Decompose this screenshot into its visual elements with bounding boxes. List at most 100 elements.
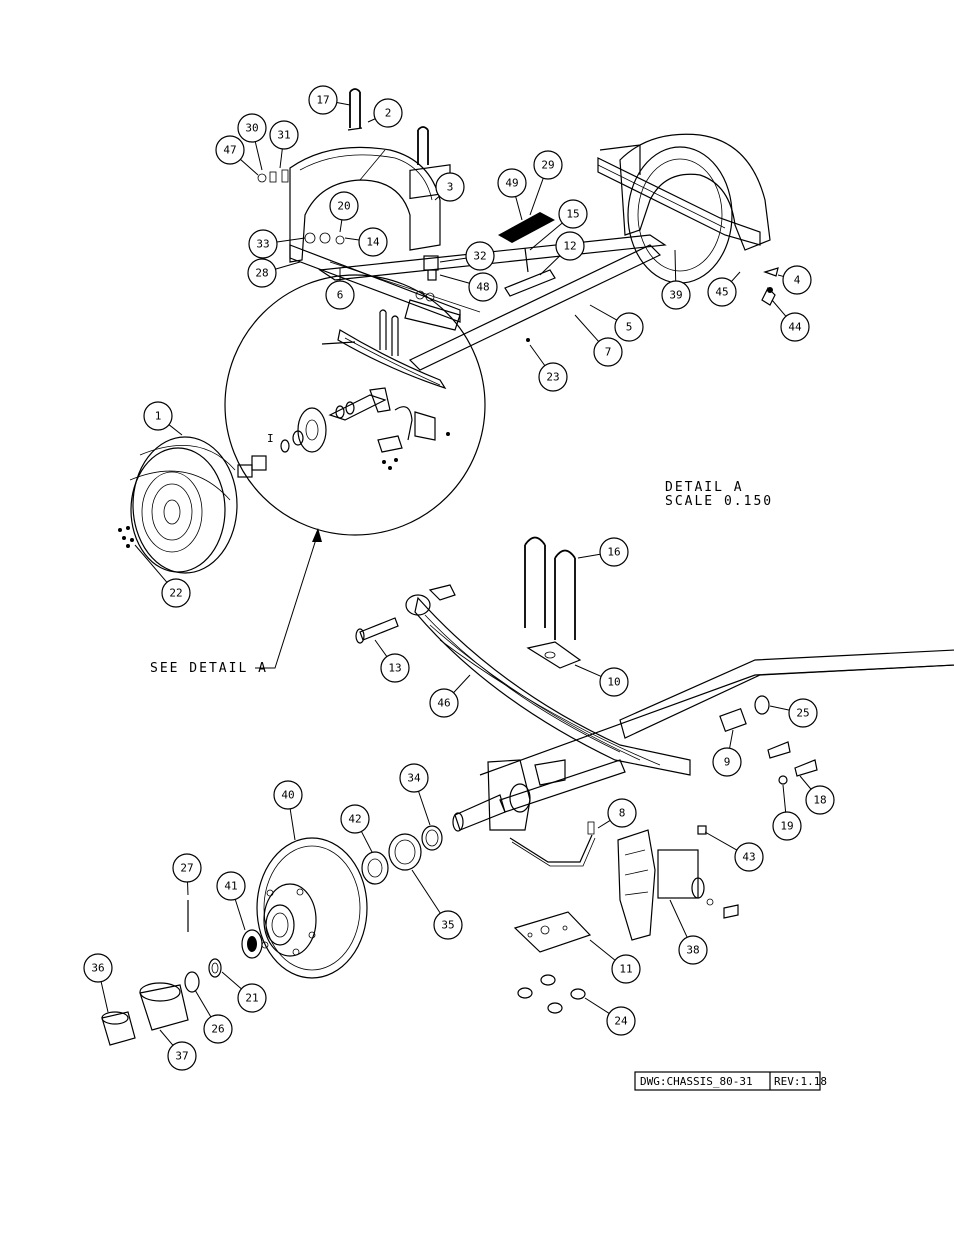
callout-bubble-36: 36 bbox=[83, 953, 113, 983]
callout-number: 38 bbox=[686, 944, 699, 957]
callout-bubble-19: 19 bbox=[772, 811, 802, 841]
callout-circle bbox=[203, 1014, 233, 1044]
callout-number: 48 bbox=[476, 281, 489, 294]
callout-bubble-40: 40 bbox=[273, 780, 303, 810]
callout-circle bbox=[143, 401, 173, 431]
callout-number: 32 bbox=[473, 250, 486, 263]
callout-leader bbox=[439, 257, 467, 263]
callout-number: 44 bbox=[788, 321, 802, 334]
callout-number: 21 bbox=[245, 992, 258, 1005]
callout-circle bbox=[269, 120, 299, 150]
callout-leader bbox=[453, 674, 471, 694]
callout-circle bbox=[533, 150, 563, 180]
drawing-number: DWG:CHASSIS_80-31 bbox=[640, 1075, 753, 1088]
callout-leader bbox=[729, 729, 734, 749]
callout-bubble-49: 49 bbox=[497, 168, 527, 198]
callout-circle bbox=[215, 135, 245, 165]
callout-bubble-46: 46 bbox=[429, 688, 459, 718]
callout-bubble-21: 21 bbox=[237, 983, 267, 1013]
callout-circle bbox=[161, 578, 191, 608]
callout-number: 22 bbox=[169, 587, 182, 600]
callout-leader bbox=[669, 899, 688, 938]
callout-bubble-39: 39 bbox=[661, 280, 691, 310]
callout-leader bbox=[168, 424, 183, 436]
callout-number: 13 bbox=[388, 662, 401, 675]
callout-bubble-23: 23 bbox=[538, 362, 568, 392]
callout-circle bbox=[358, 227, 388, 257]
callout-circle bbox=[172, 853, 202, 883]
callout-leader bbox=[597, 819, 611, 829]
callout-number: 25 bbox=[796, 707, 809, 720]
callout-leader bbox=[771, 299, 787, 317]
callout-circle bbox=[734, 842, 764, 872]
callout-bubble-1: 1 bbox=[143, 401, 173, 431]
callout-number: 1 bbox=[155, 410, 162, 423]
callout-bubble-4: 4 bbox=[782, 265, 812, 295]
callout-number: 8 bbox=[619, 807, 626, 820]
callout-circle bbox=[614, 312, 644, 342]
callout-circle bbox=[167, 1041, 197, 1071]
callout-leader bbox=[529, 178, 544, 216]
callout-circle bbox=[780, 312, 810, 342]
callout-circle bbox=[555, 231, 585, 261]
callout-circle bbox=[678, 935, 708, 965]
callout-number: 45 bbox=[715, 286, 728, 299]
callout-bubble-38: 38 bbox=[678, 935, 708, 965]
callout-bubble-25: 25 bbox=[788, 698, 818, 728]
callout-leader bbox=[529, 222, 563, 251]
callout-leader bbox=[360, 831, 373, 853]
callout-leader bbox=[367, 118, 376, 123]
callout-number: 43 bbox=[742, 851, 755, 864]
callout-circle bbox=[329, 191, 359, 221]
callout-bubble-43: 43 bbox=[734, 842, 764, 872]
callout-bubble-44: 44 bbox=[780, 312, 810, 342]
callout-leader bbox=[674, 249, 677, 282]
callout-number: 41 bbox=[224, 880, 237, 893]
callout-leader bbox=[782, 784, 787, 813]
callout-leader bbox=[279, 148, 283, 169]
callout-number: 28 bbox=[255, 267, 268, 280]
callout-bubble-6: 6 bbox=[325, 280, 355, 310]
callout-bubble-42: 42 bbox=[340, 804, 370, 834]
callout-circle bbox=[611, 954, 641, 984]
callout-bubble-2: 2 bbox=[373, 98, 403, 128]
callout-bubble-15: 15 bbox=[558, 199, 588, 229]
callout-leader bbox=[704, 831, 738, 851]
callout-number: 42 bbox=[348, 813, 361, 826]
callout-leader bbox=[134, 544, 168, 583]
callout-circle bbox=[772, 811, 802, 841]
callout-circle bbox=[599, 667, 629, 697]
callout-leader bbox=[336, 102, 351, 106]
callout-circle bbox=[308, 85, 338, 115]
callout-number: 30 bbox=[245, 122, 258, 135]
lower-assembly bbox=[101, 536, 954, 1046]
callout-circle bbox=[497, 168, 527, 198]
callout-circle bbox=[788, 698, 818, 728]
callout-number: 34 bbox=[407, 772, 421, 785]
callout-circle bbox=[435, 172, 465, 202]
see-detail-label: SEE DETAIL A bbox=[150, 661, 268, 676]
callout-leader bbox=[799, 775, 812, 790]
title-block: DWG:CHASSIS_80-31 REV:1.18 bbox=[634, 1071, 827, 1091]
callout-number: 16 bbox=[607, 546, 620, 559]
revision: REV:1.18 bbox=[774, 1075, 827, 1088]
callout-number: 40 bbox=[281, 789, 294, 802]
callout-circle bbox=[83, 953, 113, 983]
callout-bubble-31: 31 bbox=[269, 120, 299, 150]
callout-bubble-17: 17 bbox=[308, 85, 338, 115]
callout-leader bbox=[529, 344, 546, 366]
callout-circle bbox=[248, 229, 278, 259]
callout-bubble-8: 8 bbox=[607, 798, 637, 828]
callout-circle bbox=[273, 780, 303, 810]
callout-leader bbox=[221, 971, 242, 990]
callout-bubble-47: 47 bbox=[215, 135, 245, 165]
callout-bubble-48: 48 bbox=[468, 272, 498, 302]
callout-number: 37 bbox=[175, 1050, 188, 1063]
callout-leader bbox=[434, 195, 440, 201]
callout-bubble-35: 35 bbox=[433, 910, 463, 940]
callout-number: 9 bbox=[724, 756, 731, 769]
callout-bubble-10: 10 bbox=[599, 667, 629, 697]
callout-leader bbox=[574, 664, 602, 677]
callout-bubble-26: 26 bbox=[203, 1014, 233, 1044]
callout-leader bbox=[289, 808, 296, 841]
